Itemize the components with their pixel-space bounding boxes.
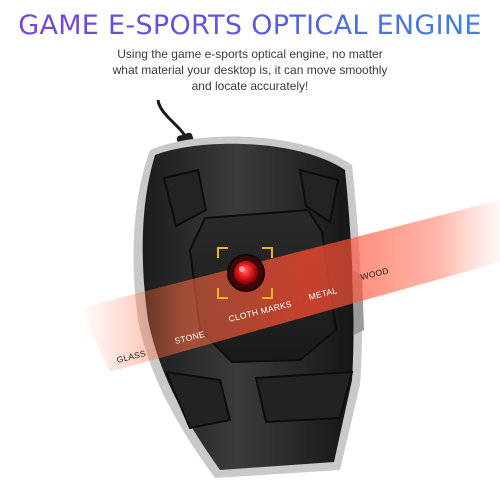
description-text: Using the game e-sports optical engine, … [112,47,388,93]
lower-pad-right [254,370,354,424]
sensor-frame [217,247,273,299]
sensor-led [234,261,258,285]
headline: GAME E-SPORTS OPTICAL ENGINE [0,10,500,41]
mouse-cable [156,99,188,139]
lower-pad-left [164,370,232,430]
upper-pad-left [162,168,208,228]
upper-pad-right [298,168,340,224]
sensor-highlight [239,266,245,272]
light-beam [80,200,500,372]
